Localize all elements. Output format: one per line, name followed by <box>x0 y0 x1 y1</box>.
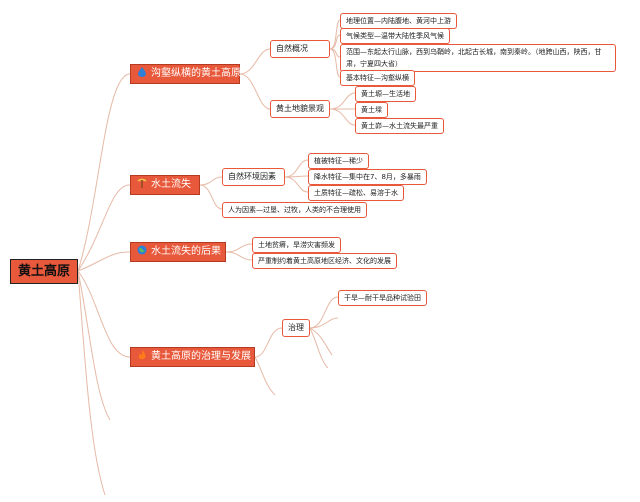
leaf-mao[interactable]: 黄土峁—水土流失最严重 <box>355 118 444 134</box>
leaf-human-factors[interactable]: 人为因素—过垦、过牧，人类的不合理使用 <box>222 202 367 218</box>
branch-label: 水土流失的后果 <box>151 246 221 257</box>
branch-label: 沟壑纵横的黄土高原 <box>151 68 241 79</box>
root-node[interactable]: 黄土高原 <box>10 259 78 284</box>
pickaxe-icon <box>137 178 147 188</box>
leaf-barren-land[interactable]: 土地贫瘠，旱涝灾害频发 <box>252 237 341 253</box>
globe-icon <box>137 245 147 255</box>
leaf-climate[interactable]: 气候类型—温带大陆性季风气候 <box>340 28 450 44</box>
link-root-extra1 <box>77 270 111 421</box>
leaf-vegetation[interactable]: 植被特征—稀少 <box>308 153 369 169</box>
leaf-location[interactable]: 地理位置—内陆腹地、黄河中上游 <box>340 13 457 29</box>
branch-gully-plateau[interactable]: 沟壑纵横的黄土高原 <box>130 64 241 84</box>
leaf-range[interactable]: 范围—东起太行山脉，西到乌鞘岭，北起古长城，南到秦岭。（地跨山西，陕西，甘肃，宁… <box>340 44 616 72</box>
leaf-basic-feature[interactable]: 基本特征—沟壑纵横 <box>340 70 415 86</box>
leaf-rainfall[interactable]: 降水特征—集中在7、8月，多暴雨 <box>308 169 427 185</box>
leaf-liang[interactable]: 黄土墚 <box>355 102 388 118</box>
sub-governance[interactable]: 治理 <box>282 319 310 337</box>
leaf-yuan[interactable]: 黄土塬—生活地 <box>355 86 416 102</box>
branch-label: 黄土高原的治理与发展 <box>151 351 251 362</box>
branch-soil-erosion[interactable]: 水土流失 <box>130 175 200 195</box>
leaf-drought-trial[interactable]: 干旱—耐干旱品种试验田 <box>338 290 427 306</box>
branch-label: 水土流失 <box>151 179 191 190</box>
link-root-b4 <box>77 270 131 358</box>
link-root-extra2 <box>77 270 106 496</box>
branch-consequences[interactable]: 水土流失的后果 <box>130 242 226 262</box>
link-root-b3 <box>77 251 131 272</box>
leaf-development-limit[interactable]: 严重制约着黄土高原地区经济、文化的发展 <box>252 253 397 269</box>
link-root-b1 <box>77 73 131 272</box>
sub-natural-factors[interactable]: 自然环境因素 <box>222 168 285 186</box>
link-root-b2 <box>77 184 131 272</box>
flame-icon <box>138 350 146 360</box>
blue-drop-icon <box>138 67 146 77</box>
sub-natural-overview[interactable]: 自然概况 <box>270 40 330 58</box>
leaf-soil[interactable]: 土质特征—疏松、易溶于水 <box>308 185 404 201</box>
sub-landform[interactable]: 黄土地貌景观 <box>270 100 330 118</box>
branch-governance[interactable]: 黄土高原的治理与发展 <box>130 347 255 367</box>
